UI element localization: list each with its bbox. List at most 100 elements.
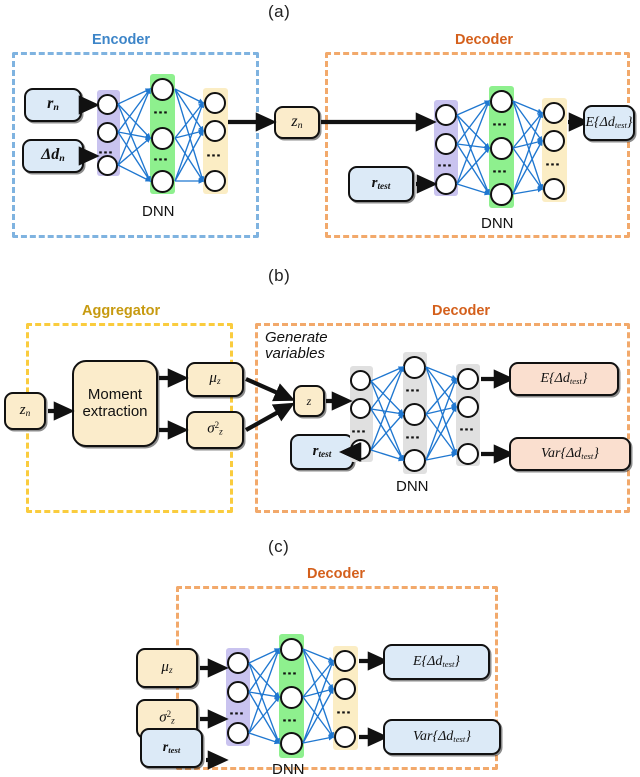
label-sigma-sq-z-c: σ2z	[159, 709, 175, 727]
label-z-sample: z	[306, 393, 312, 408]
neuron	[435, 133, 457, 155]
neuron	[227, 652, 249, 674]
neuron	[490, 183, 513, 206]
decoder-dnn-label-c: DNN	[272, 761, 305, 777]
label-z-n: zn	[291, 112, 303, 131]
ellipsis-dots: ⋮	[97, 145, 114, 160]
encoder-dnn-label: DNN	[142, 203, 175, 220]
neuron	[350, 370, 371, 391]
neuron	[204, 170, 226, 192]
output-box-e-delta-d-test-b: E{Δdtest}	[509, 362, 619, 396]
neuron	[350, 398, 371, 419]
label-r-test-a: rtest	[371, 174, 391, 192]
ellipsis-dots: ⋮	[350, 424, 367, 439]
moment-extraction-line1: Moment	[87, 385, 143, 403]
label-mu-z-b: μz	[209, 370, 221, 388]
neuron	[151, 127, 174, 150]
ellipsis-dots: ⋮	[228, 706, 245, 721]
decoder-dnn-label-a: DNN	[481, 215, 514, 232]
neuron	[435, 104, 457, 126]
label-r-n: rn	[47, 95, 59, 114]
decoder-group-box-a	[325, 52, 630, 238]
neuron	[350, 439, 371, 460]
neuron	[204, 120, 226, 142]
neuron	[543, 178, 565, 200]
neuron	[543, 102, 565, 124]
panel-letter-b: (b)	[268, 266, 291, 285]
input-box-r-n: rn	[24, 88, 82, 122]
label-e-delta-d-test-a: E{Δdtest}	[585, 114, 633, 130]
aggregator-title: Aggregator	[82, 303, 161, 319]
neuron	[457, 443, 479, 465]
label-e-delta-d-test-c: E{Δdtest}	[412, 653, 461, 669]
input-box-r-test-a: rtest	[348, 166, 414, 202]
decoder-title-b: Decoder	[432, 303, 491, 319]
decoder-title-a: Decoder	[455, 32, 514, 48]
input-box-z-n-b: zn	[4, 392, 46, 430]
neuron	[227, 722, 249, 744]
label-r-test-c: rtest	[162, 739, 181, 755]
output-box-mu-z-b: μz	[186, 362, 244, 397]
ellipsis-dots: ⋮	[152, 152, 169, 167]
label-sigma-sq-z-b: σ2z	[207, 420, 223, 438]
neuron	[403, 403, 426, 426]
neuron	[227, 681, 249, 703]
generate-variables-line2: variables	[265, 345, 326, 363]
ellipsis-dots: ⋮	[152, 105, 169, 120]
neuron	[97, 94, 118, 115]
neuron	[490, 90, 513, 113]
ellipsis-dots: ⋮	[491, 164, 508, 179]
sample-box-z-b: z	[293, 385, 325, 417]
output-box-e-delta-d-test-c: E{Δdtest}	[383, 644, 490, 680]
output-box-var-delta-d-test-c: Var{Δdtest}	[383, 719, 501, 755]
label-e-delta-d-test-b: E{Δdtest}	[540, 370, 588, 386]
label-var-delta-d-test-b: Var{Δdtest}	[541, 445, 599, 461]
input-box-mu-z-c: μz	[136, 648, 198, 688]
label-mu-z-c: μz	[161, 658, 173, 676]
neuron	[543, 130, 565, 152]
label-var-delta-d-test-c: Var{Δdtest}	[413, 728, 471, 744]
label-r-test-b: rtest	[312, 442, 332, 460]
decoder-dnn-label-b: DNN	[396, 478, 429, 495]
neuron	[280, 686, 303, 709]
label-z-n-b: zn	[19, 401, 31, 419]
output-box-e-delta-d-test-a: E{Δdtest}	[583, 105, 635, 141]
generate-variables-line1: Generate	[265, 329, 328, 346]
neuron	[151, 78, 174, 101]
moment-extraction-box: Moment extraction	[72, 360, 158, 447]
ellipsis-dots: ⋮	[544, 157, 561, 172]
decoder-title-c: Decoder	[307, 566, 366, 582]
generate-variables-label: Generate variables	[265, 329, 328, 363]
ellipsis-dots: ⋮	[491, 117, 508, 132]
input-box-r-test-c: rtest	[140, 728, 203, 768]
encoder-group-box	[12, 52, 259, 238]
panel-letter-a: (a)	[268, 2, 291, 21]
neuron	[403, 356, 426, 379]
ellipsis-dots: ⋮	[335, 705, 352, 720]
neuron	[403, 449, 426, 472]
neuron	[334, 678, 356, 700]
neuron	[457, 368, 479, 390]
neuron	[334, 650, 356, 672]
ellipsis-dots: ⋮	[404, 383, 421, 398]
neuron	[457, 396, 479, 418]
output-box-var-delta-d-test-b: Var{Δdtest}	[509, 437, 631, 471]
neuron	[151, 170, 174, 193]
panel-letter-c: (c)	[268, 537, 290, 556]
ellipsis-dots: ⋮	[436, 158, 453, 173]
input-box-delta-d-n: Δdn	[22, 139, 84, 173]
output-box-sigma-sq-z-b: σ2z	[186, 411, 244, 449]
neuron	[280, 638, 303, 661]
encoder-title: Encoder	[92, 32, 151, 48]
label-delta-d-n: Δdn	[41, 146, 65, 165]
neuron	[435, 173, 457, 195]
neuron	[204, 92, 226, 114]
neuron	[334, 726, 356, 748]
ellipsis-dots: ⋮	[205, 148, 222, 163]
moment-extraction-line2: extraction	[82, 402, 148, 420]
ellipsis-dots: ⋮	[458, 422, 475, 437]
latent-box-z-n: zn	[274, 106, 320, 139]
neuron	[97, 122, 118, 143]
neuron	[490, 137, 513, 160]
